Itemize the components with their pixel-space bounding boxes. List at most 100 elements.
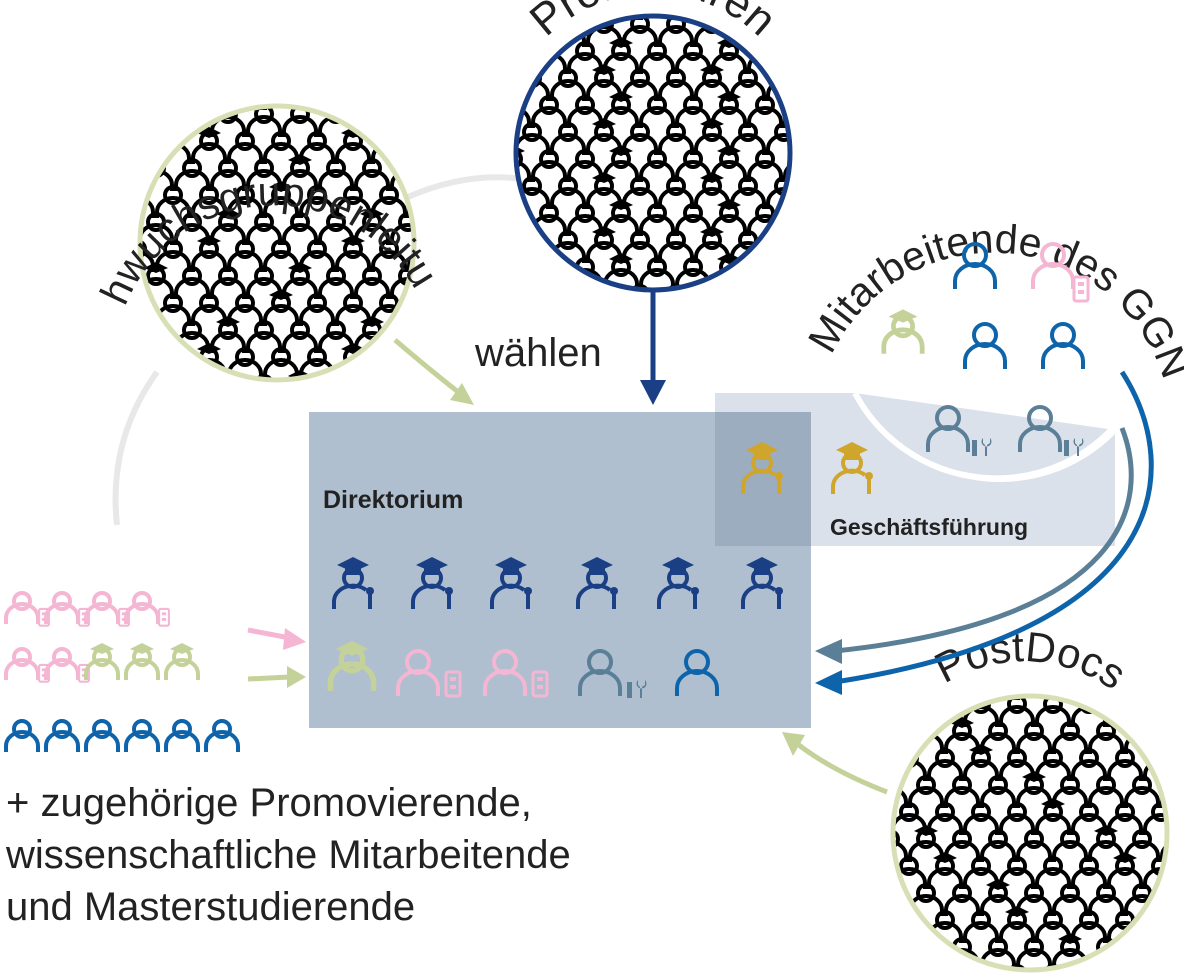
person-icon: [857, 750, 889, 781]
person-icon: [335, 106, 371, 112]
person-icon: [140, 131, 155, 166]
person-icon: [104, 376, 136, 407]
group-leader-icon: [166, 643, 198, 680]
person-icon: [1107, 964, 1143, 970]
person-icon: [354, 374, 390, 380]
person-icon: [140, 347, 155, 380]
person-icon: [766, 284, 790, 290]
pink-arrow: [283, 628, 306, 650]
person-icon: [124, 719, 160, 754]
capped-person-icon: [480, 118, 512, 155]
professuren-circle: [513, 13, 793, 293]
person-icon: [299, 106, 335, 112]
person-icon: [783, 16, 790, 22]
capped-person-icon: [1162, 879, 1184, 916]
capped-person-icon: [121, 73, 153, 110]
postdocs-label: PostDocs: [927, 623, 1134, 699]
person-icon: [857, 696, 889, 727]
left-crowd: [4, 591, 240, 754]
capped-person-icon: [480, 64, 512, 101]
person-icon: [4, 591, 50, 627]
person-icon: [1143, 964, 1167, 970]
person-icon: [371, 106, 407, 112]
person-icon: [191, 106, 227, 112]
person-icon: [550, 284, 586, 290]
capped-person-icon: [409, 73, 441, 110]
person-icon: [140, 106, 174, 139]
person-icon: [155, 347, 191, 380]
group-leader-icon: [86, 643, 118, 680]
person-icon: [783, 203, 790, 238]
person-icon: [390, 374, 414, 380]
person-icon: [155, 106, 191, 112]
capped-person-icon: [480, 280, 512, 317]
person-icon: [1143, 910, 1167, 945]
capped-person-icon: [696, 280, 728, 317]
waehlen-label: wählen: [474, 331, 602, 375]
nachwuchs-circle: [137, 103, 417, 383]
person-icon: [104, 322, 136, 353]
person-icon: [857, 858, 889, 889]
person-icon: [1160, 721, 1167, 756]
person-icon: [531, 257, 567, 290]
connector-nachwuchs-prof: [406, 174, 531, 200]
person-icon: [164, 719, 200, 754]
person-icon: [783, 95, 790, 130]
person-icon: [908, 696, 944, 702]
person-icon: [893, 721, 908, 756]
nachwuchs-arrow: [450, 383, 474, 405]
postdocs-crowd: [857, 690, 1184, 973]
postdocs-arrow: [782, 732, 805, 756]
capped-person-icon: [893, 690, 925, 727]
person-icon: [766, 230, 790, 265]
person-icon: [84, 719, 120, 754]
capped-person-icon: [893, 960, 925, 973]
mitarbeitende-arrow-blue: [815, 670, 842, 695]
person-icon: [1160, 937, 1167, 970]
person-icon: [857, 966, 889, 973]
person-icon: [1143, 696, 1167, 729]
person-icon: [927, 964, 963, 970]
person-icon: [104, 160, 136, 191]
mitarbeitende-arrow-steel: [815, 639, 842, 664]
person-icon: [857, 912, 889, 943]
person-icon: [893, 883, 908, 918]
person-icon: [204, 719, 240, 754]
group-leader-icon: [126, 643, 158, 680]
capped-person-icon: [874, 933, 906, 970]
capped-person-icon: [857, 798, 889, 835]
olive-arrow-small: [287, 666, 306, 688]
person-icon: [44, 647, 90, 683]
geschaeftsfuehrung-label: Geschäftsführung: [830, 514, 1028, 540]
person-icon: [44, 719, 80, 754]
person-icon: [124, 591, 170, 627]
capped-person-icon: [356, 100, 388, 137]
person-icon: [174, 374, 210, 380]
person-icon: [44, 591, 90, 627]
person-icon: [1124, 696, 1160, 702]
person-icon: [4, 719, 40, 754]
person-icon: [1160, 696, 1167, 702]
person-icon: [747, 257, 783, 290]
person-icon: [783, 41, 790, 76]
person-icon: [516, 284, 550, 290]
person-icon: [908, 937, 944, 970]
capped-person-icon: [409, 289, 441, 326]
person-icon: [318, 374, 354, 380]
person-icon: [407, 131, 414, 166]
person-icon: [783, 257, 790, 290]
waehlen-arrow: [640, 380, 666, 405]
capped-person-icon: [497, 253, 529, 290]
footnote: + zugehörige Promovierende, wissenschaft…: [5, 781, 582, 929]
direktorium-label: Direktorium: [323, 486, 463, 514]
person-icon: [104, 106, 136, 137]
capped-person-icon: [497, 37, 529, 74]
person-icon: [1124, 937, 1160, 970]
professuren-crowd: [480, 16, 790, 317]
connector-nachwuchs-left: [112, 370, 160, 526]
postdocs-circle: [890, 693, 1170, 973]
person-icon: [730, 284, 766, 290]
person-icon: [371, 347, 407, 380]
person-icon: [210, 374, 246, 380]
nachwuchs-crowd: [104, 73, 441, 407]
